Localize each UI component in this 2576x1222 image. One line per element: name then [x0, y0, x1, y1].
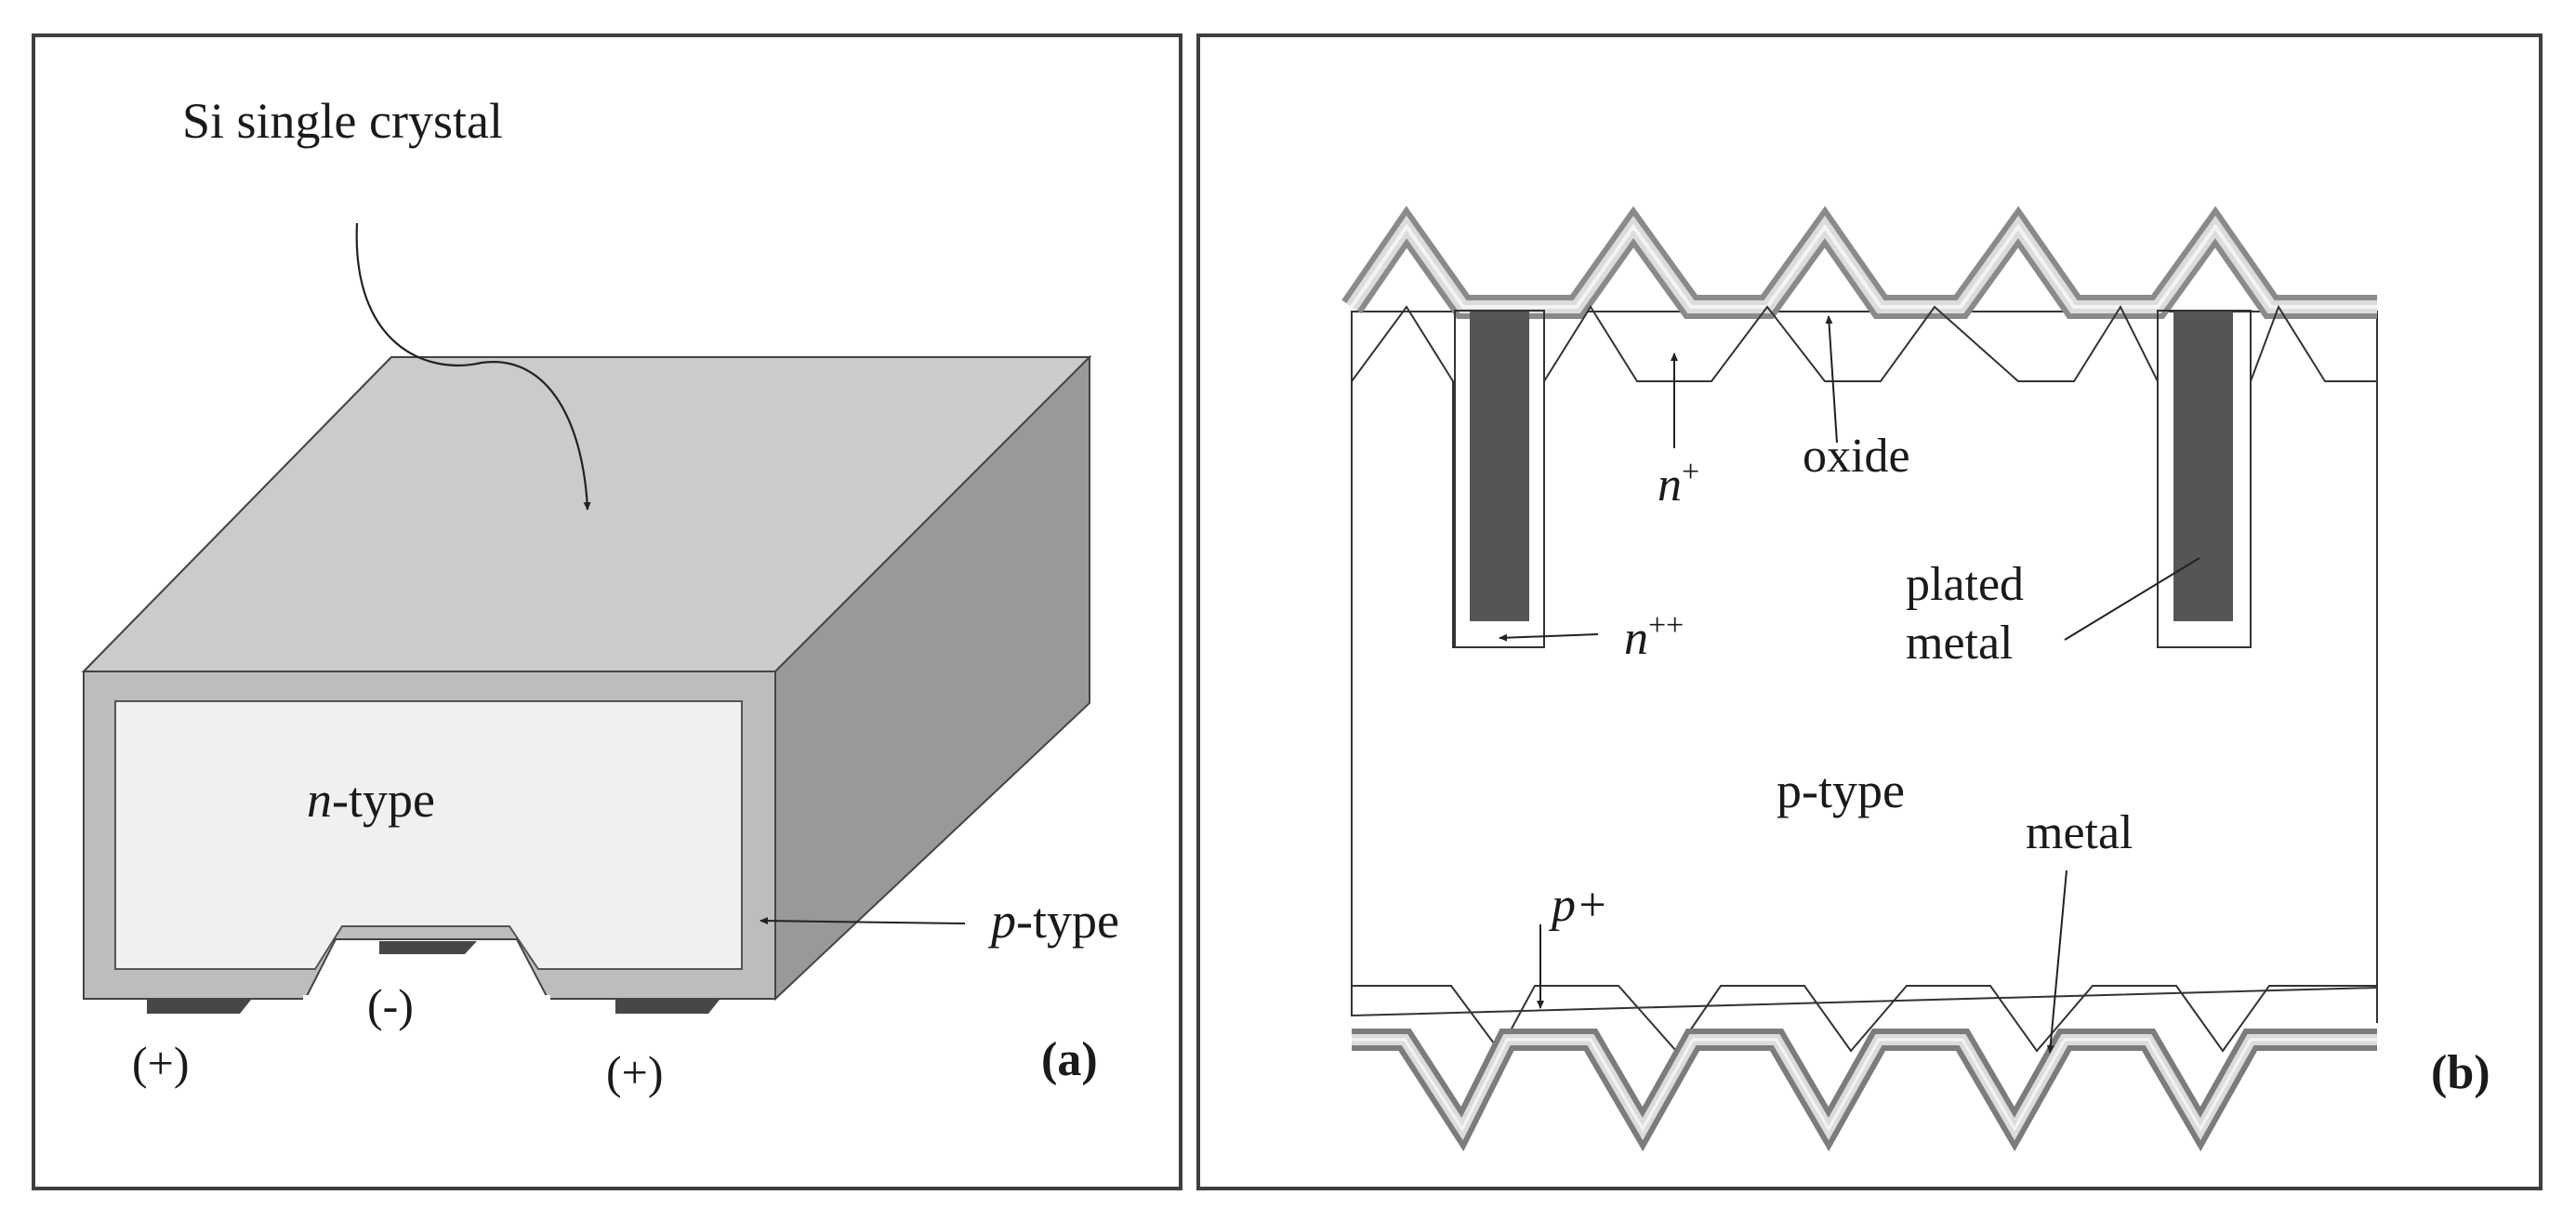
panel-b-tag: (b): [2431, 1046, 2490, 1099]
positive-contact-right: [615, 1000, 720, 1014]
n-plusplus-region-right: [2157, 310, 2252, 648]
p-plus-label: p+: [1548, 879, 1608, 932]
crystal-arrow: [355, 222, 591, 511]
n-plusplus-region-left: [1454, 310, 1545, 648]
solar-cell-block-diagram: Si single crystal n-type p-type (-) (+) …: [81, 93, 1119, 1098]
negative-contact: [379, 941, 477, 954]
n-type-region: [114, 700, 743, 970]
rear-metal-layer: [1352, 1029, 2377, 1152]
plated-metal-label-line1: plated: [1906, 558, 2024, 611]
n-plus-label: n+: [1658, 455, 1699, 511]
plated-metal-right: [2173, 311, 2233, 621]
plus-contact-right-label: (+): [606, 1046, 664, 1098]
top-oxide-layer: [1341, 206, 2377, 319]
metal-arrow: [2046, 870, 2067, 1054]
panel-b: oxide n+ n++ plated metal p-type metal p…: [1196, 33, 2543, 1190]
solar-cell-cross-section: oxide n+ n++ plated metal p-type metal p…: [1341, 206, 2490, 1152]
plated-metal-left: [1470, 311, 1529, 621]
panel-a: Si single crystal n-type p-type (-) (+) …: [32, 33, 1182, 1190]
p-type-label: p-type: [987, 893, 1119, 949]
positive-contact-left: [147, 1000, 251, 1014]
p-type-arrow: [760, 917, 966, 925]
crystal-label: Si single crystal: [182, 93, 503, 149]
n-plusplus-label: n++: [1624, 608, 1684, 665]
metal-label: metal: [2026, 806, 2133, 859]
p-type-label: p-type: [1777, 763, 1905, 818]
panel-a-tag: (a): [1041, 1033, 1098, 1086]
n-plusplus-arrow: [1499, 633, 1599, 642]
oxide-arrow: [1825, 315, 1838, 444]
n-type-label: n-type: [307, 772, 435, 828]
oxide-label: oxide: [1803, 430, 1910, 483]
plated-metal-arrow: [2064, 557, 2200, 641]
plus-contact-left-label: (+): [132, 1037, 190, 1089]
plated-metal-label-line2: metal: [1906, 617, 2014, 670]
minus-contact-label: (-): [367, 979, 414, 1031]
p-plus-boundary: [1352, 985, 2377, 1053]
